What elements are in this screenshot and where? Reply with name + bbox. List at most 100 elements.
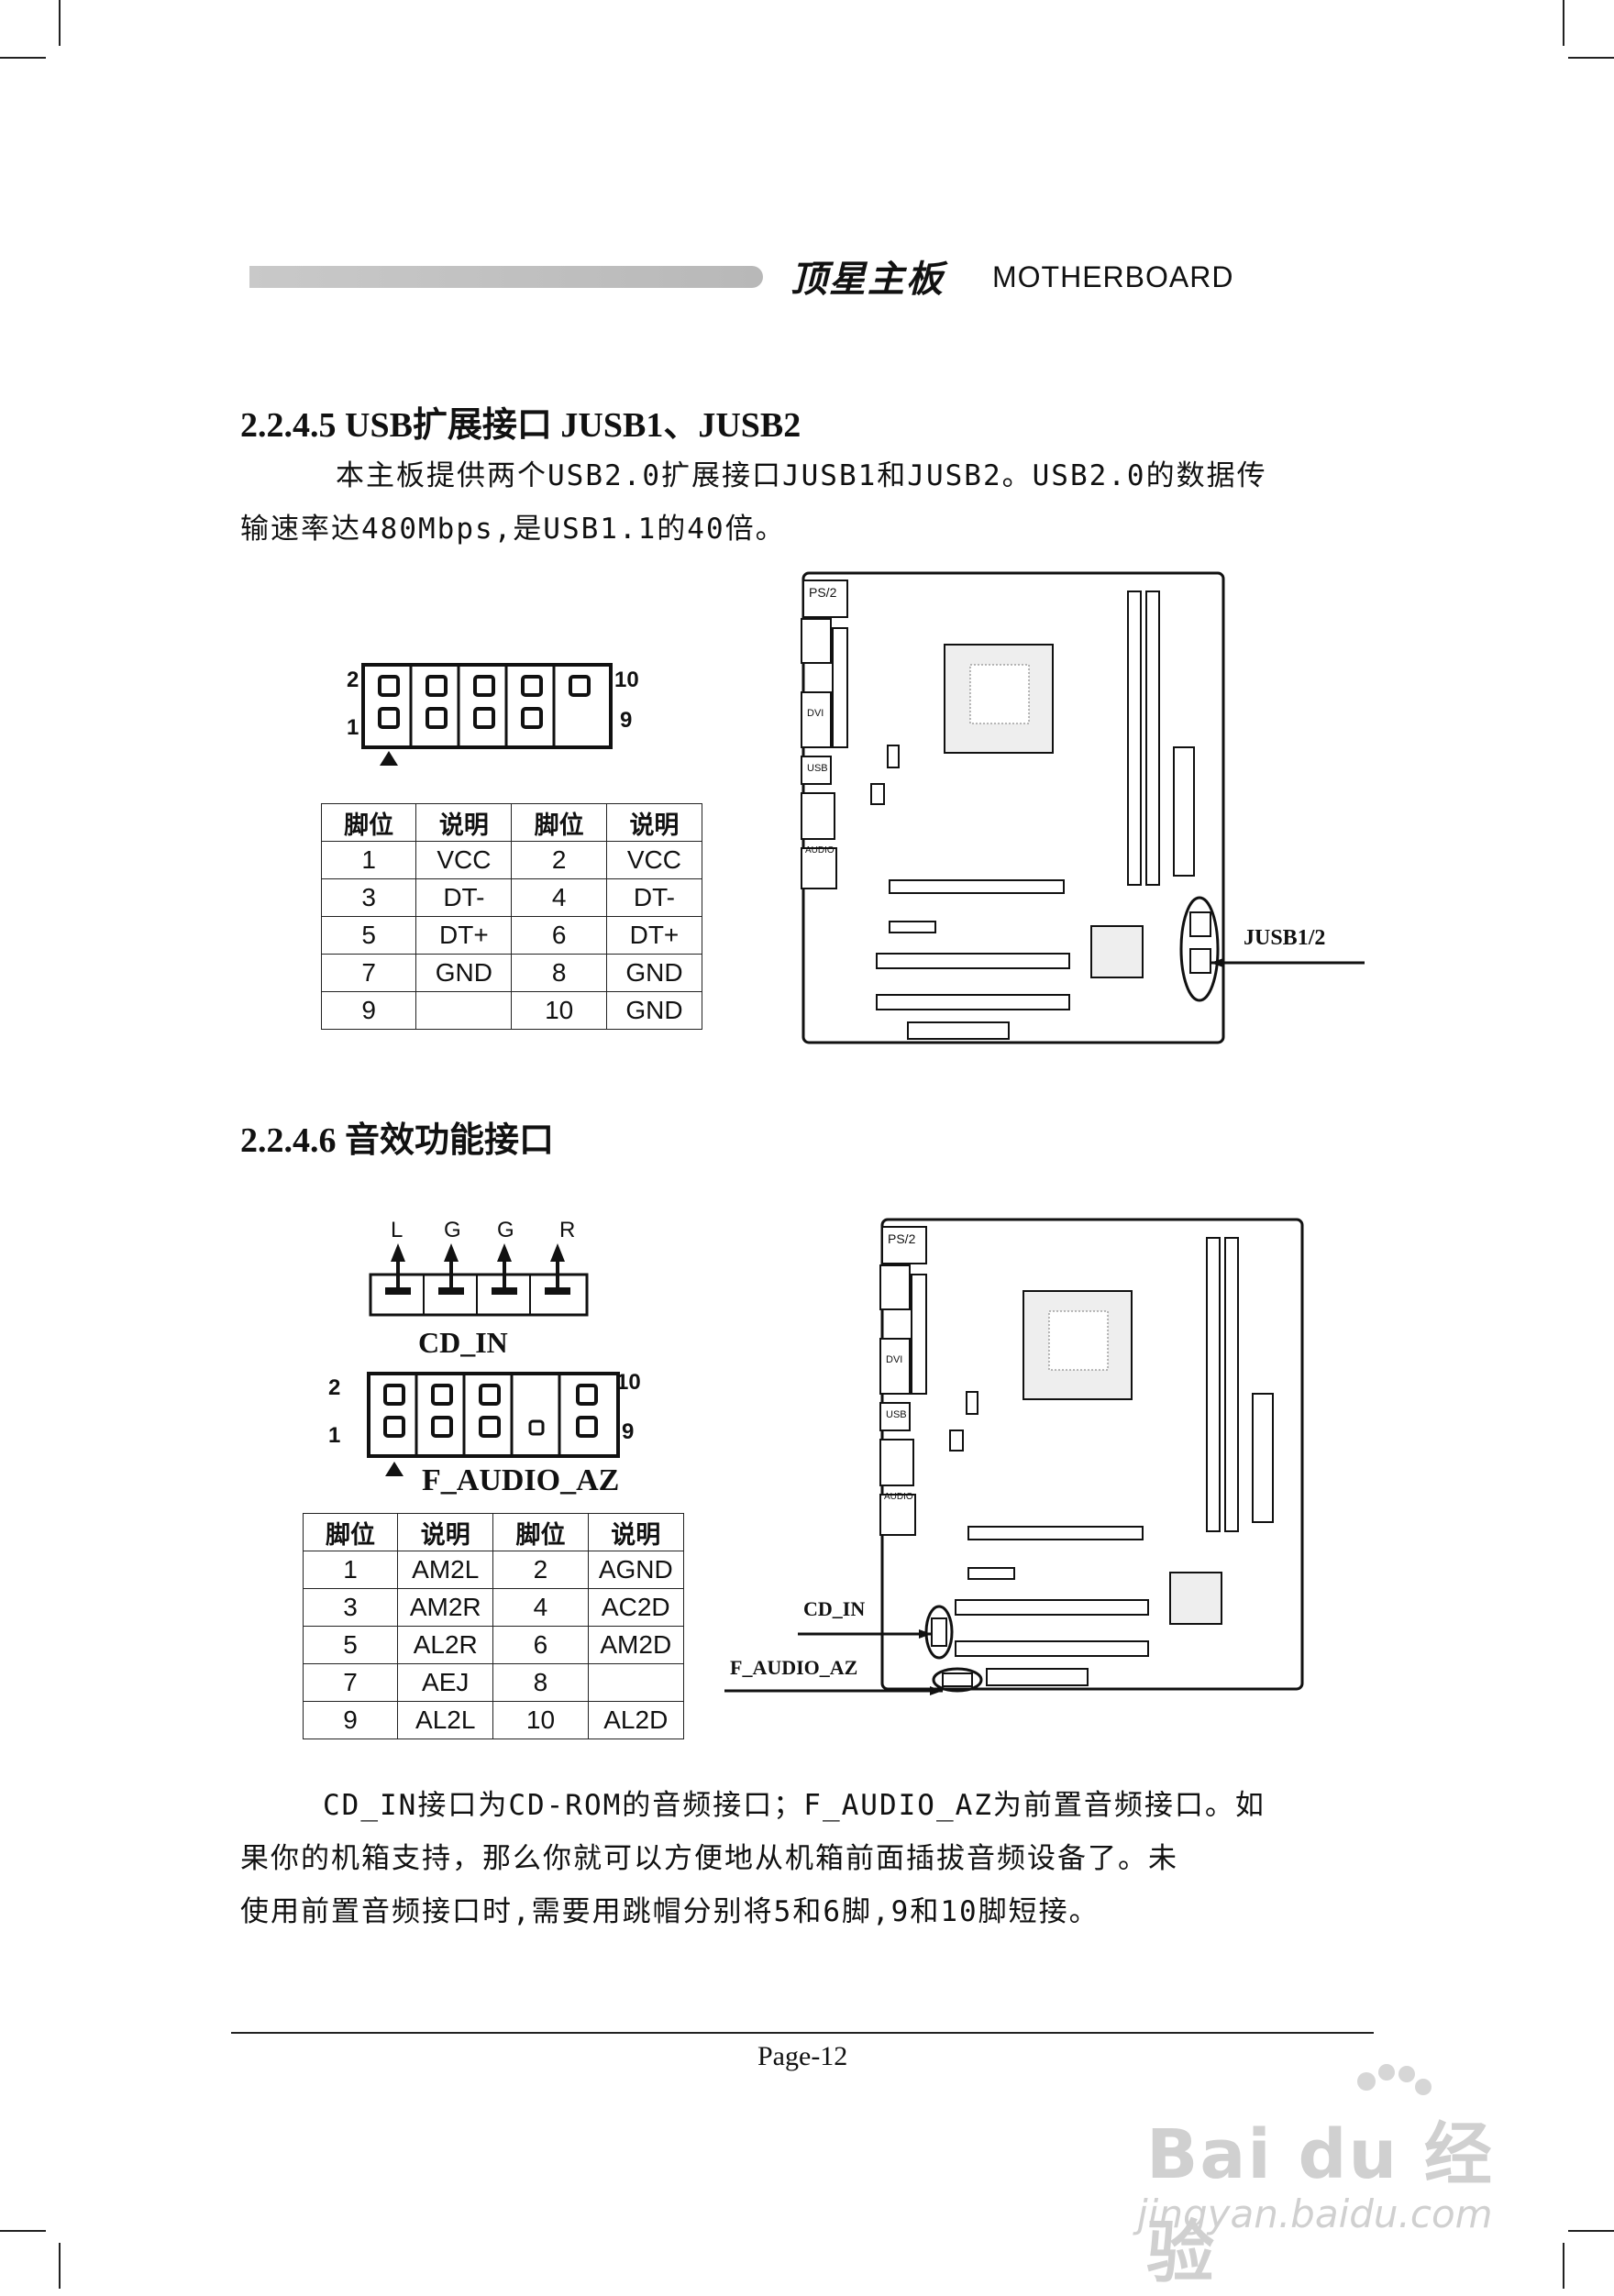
motherboard-diagram-usb bbox=[789, 564, 1229, 1050]
pin-label: 9 bbox=[620, 708, 633, 733]
crop-mark bbox=[0, 57, 46, 59]
table-cell: AEJ bbox=[397, 1663, 494, 1702]
table-row: 1 AM2L 2 AGND bbox=[302, 1551, 685, 1589]
header-bar bbox=[249, 266, 763, 288]
table-cell: 7 bbox=[302, 1663, 399, 1702]
table-cell: 8 bbox=[492, 1663, 589, 1702]
audio-paragraph-line: 果你的机箱支持，那么你就可以方便地从机箱前面插拔音频设备了。未 bbox=[240, 1842, 1178, 1875]
table-cell: 1 bbox=[320, 841, 417, 879]
table-row: 7 GND 8 GND bbox=[320, 954, 703, 992]
table-cell bbox=[415, 991, 513, 1030]
crop-mark bbox=[1563, 2243, 1564, 2289]
pin-label: 10 bbox=[614, 668, 639, 692]
table-row: 5 AL2R 6 AM2D bbox=[302, 1626, 685, 1664]
crop-mark bbox=[1568, 2230, 1614, 2232]
callout-arrow bbox=[798, 1625, 934, 1639]
table-cell: 3 bbox=[302, 1588, 399, 1627]
table-row: 9 AL2L 10 AL2D bbox=[302, 1701, 685, 1739]
table-cell: 5 bbox=[302, 1626, 399, 1664]
table-header-cell: 脚位 bbox=[492, 1513, 589, 1551]
pin-label: 9 bbox=[622, 1419, 635, 1444]
table-cell: 6 bbox=[492, 1626, 589, 1664]
table-cell: 4 bbox=[492, 1588, 589, 1627]
f-audio-label: F_AUDIO_AZ bbox=[422, 1463, 620, 1497]
table-cell: DT- bbox=[415, 878, 513, 917]
table-cell: 10 bbox=[511, 991, 607, 1030]
callout-cd-in: CD_IN bbox=[803, 1597, 866, 1620]
crop-mark bbox=[0, 2230, 46, 2232]
board-label: AUDIO bbox=[805, 845, 835, 855]
table-row: 3 DT- 4 DT- bbox=[320, 878, 703, 917]
watermark-url: jingyan.baidu.com bbox=[1137, 2191, 1493, 2236]
audio-pin-table: 脚位 说明 脚位 说明 1 AM2L 2 AGND 3 AM2R 4 AC2D … bbox=[302, 1513, 685, 1739]
table-cell: AM2D bbox=[587, 1626, 685, 1664]
table-cell: AL2D bbox=[587, 1701, 685, 1739]
pin-label: 1 bbox=[347, 715, 359, 740]
table-row: 5 DT+ 6 DT+ bbox=[320, 916, 703, 955]
table-cell: VCC bbox=[415, 841, 513, 879]
table-cell: DT- bbox=[605, 878, 703, 917]
table-cell: 5 bbox=[320, 916, 417, 955]
section-heading-audio: 2.2.4.6 音效功能接口 bbox=[240, 1121, 555, 1160]
cd-pin-letter: G bbox=[497, 1218, 514, 1242]
table-cell: 2 bbox=[492, 1551, 589, 1589]
pin-label: 1 bbox=[328, 1423, 341, 1448]
table-row: 1 VCC 2 VCC bbox=[320, 841, 703, 879]
crop-mark bbox=[59, 2243, 61, 2289]
table-header-cell: 脚位 bbox=[302, 1513, 399, 1551]
table-cell: 4 bbox=[511, 878, 607, 917]
cd-pin-letter: R bbox=[559, 1218, 576, 1242]
table-cell: VCC bbox=[605, 841, 703, 879]
pin-label: 2 bbox=[328, 1375, 341, 1400]
cd-pin-letter: L bbox=[391, 1218, 404, 1242]
table-header-row: 脚位 说明 脚位 说明 bbox=[320, 803, 703, 842]
audio-paragraph-line: CD_IN接口为CD-ROM的音频接口；F_AUDIO_AZ为前置音频接口。如 bbox=[323, 1789, 1266, 1822]
table-header-cell: 脚位 bbox=[511, 803, 607, 842]
baidu-watermark: Bai du 经验 jingyan.baidu.com bbox=[1137, 2063, 1522, 2292]
table-cell: AL2R bbox=[397, 1626, 494, 1664]
table-cell: 9 bbox=[320, 991, 417, 1030]
table-cell: DT+ bbox=[605, 916, 703, 955]
usb-paragraph-line: 输速率达480Mbps,是USB1.1的40倍。 bbox=[240, 513, 786, 546]
table-row: 9 10 GND bbox=[320, 991, 703, 1030]
table-cell: GND bbox=[605, 991, 703, 1030]
usb-pin-header-diagram bbox=[339, 656, 642, 775]
crop-mark bbox=[1568, 57, 1614, 59]
table-cell: GND bbox=[415, 954, 513, 992]
footer-rule bbox=[231, 2032, 1374, 2034]
cd-in-connector-diagram bbox=[367, 1238, 596, 1320]
board-label: PS/2 bbox=[888, 1231, 916, 1246]
callout-arrow bbox=[1210, 954, 1366, 967]
usb-paragraph-line: 本主板提供两个USB2.0扩展接口JUSB1和JUSB2。USB2.0的数据传 bbox=[336, 459, 1267, 492]
table-cell: 8 bbox=[511, 954, 607, 992]
usb-paragraph: 本主板提供两个USB2.0扩展接口JUSB1和JUSB2。USB2.0的数据传 … bbox=[240, 449, 1469, 556]
board-label: PS/2 bbox=[809, 585, 837, 600]
watermark-logo: Bai du 经验 bbox=[1146, 2115, 1494, 2292]
table-cell: AC2D bbox=[587, 1588, 685, 1627]
f-audio-pin-header-diagram bbox=[339, 1364, 642, 1484]
crop-mark bbox=[59, 0, 61, 46]
brand-name: 顶星主板 bbox=[790, 259, 945, 301]
table-cell: DT+ bbox=[415, 916, 513, 955]
board-label: USB bbox=[886, 1409, 907, 1420]
section-heading-usb: 2.2.4.5 USB扩展接口 JUSB1、JUSB2 bbox=[240, 406, 801, 445]
table-header-cell: 说明 bbox=[587, 1513, 685, 1551]
table-cell: 7 bbox=[320, 954, 417, 992]
page-number: Page-12 bbox=[757, 2041, 848, 2071]
callout-arrow bbox=[724, 1682, 945, 1695]
crop-mark bbox=[1563, 0, 1564, 46]
board-label: USB bbox=[807, 763, 828, 774]
table-header-cell: 说明 bbox=[605, 803, 703, 842]
usb-pin-table: 脚位 说明 脚位 说明 1 VCC 2 VCC 3 DT- 4 DT- 5 DT… bbox=[320, 803, 703, 1030]
table-cell: 2 bbox=[511, 841, 607, 879]
cd-in-label: CD_IN bbox=[418, 1326, 508, 1359]
pin-label: 10 bbox=[616, 1370, 641, 1395]
table-cell: 9 bbox=[302, 1701, 399, 1739]
table-cell: 3 bbox=[320, 878, 417, 917]
board-label: DVI bbox=[807, 708, 824, 719]
table-cell bbox=[587, 1663, 685, 1702]
table-cell: AGND bbox=[587, 1551, 685, 1589]
table-row: 3 AM2R 4 AC2D bbox=[302, 1588, 685, 1627]
callout-f-audio: F_AUDIO_AZ bbox=[730, 1656, 858, 1679]
table-header-cell: 说明 bbox=[397, 1513, 494, 1551]
